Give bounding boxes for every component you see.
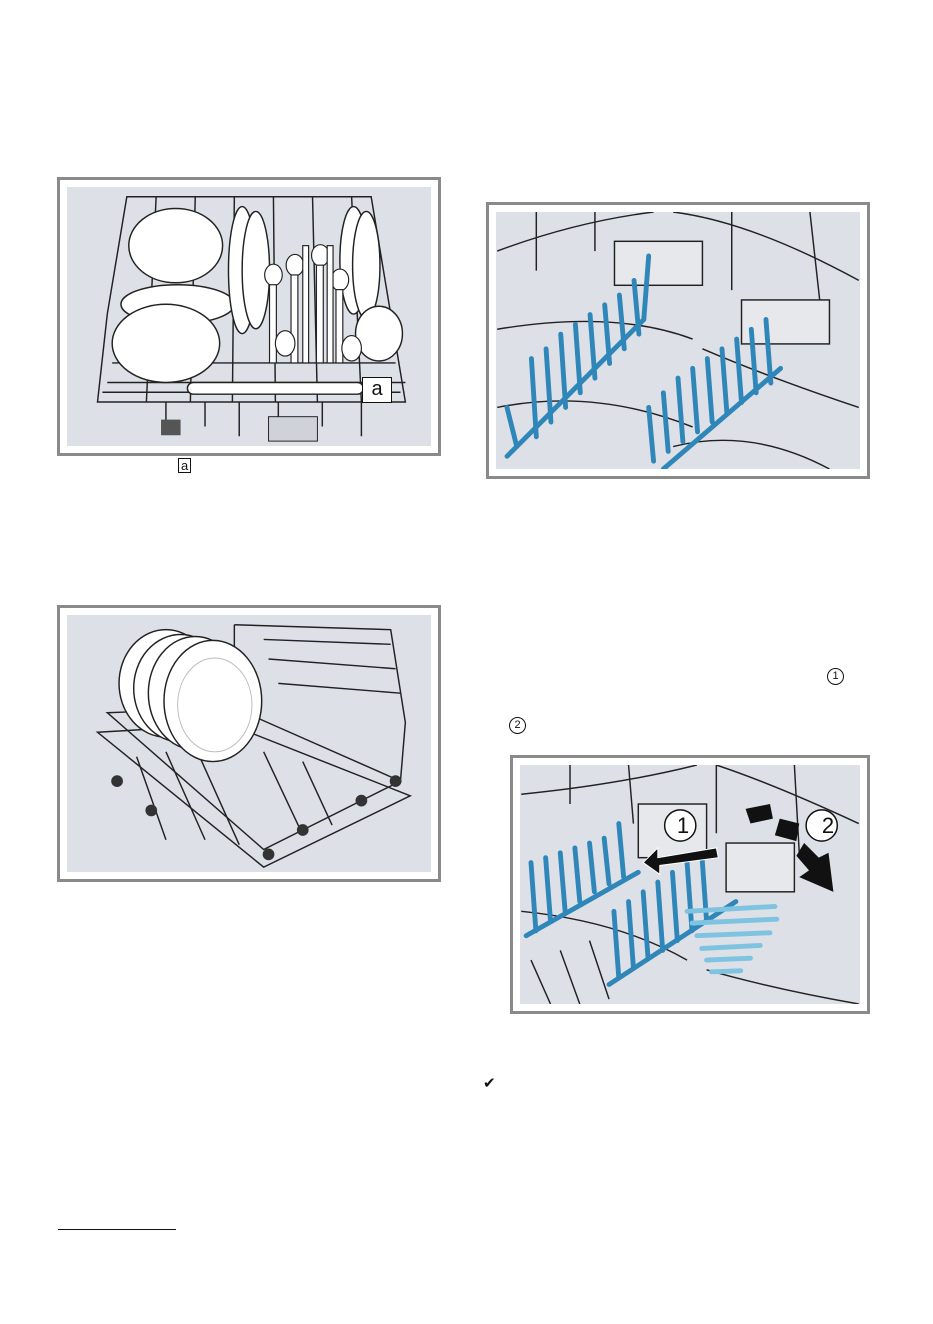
figure-loaded-basket: a	[57, 177, 441, 456]
figure-panel: a	[67, 187, 431, 446]
callout-a: a	[362, 377, 392, 403]
figure-panel: 1 2	[520, 765, 860, 1004]
badge-1: 1	[674, 814, 692, 838]
caption-label-a: a	[178, 458, 191, 473]
lower-basket-illustration	[67, 615, 431, 872]
fold-tines-illustration	[520, 765, 860, 1004]
badge-2: 2	[819, 814, 837, 838]
figure-fold-tines: 1 2	[510, 755, 870, 1014]
checkmark-icon: ✔	[483, 1076, 496, 1091]
figure-tine-rows	[486, 202, 870, 479]
figure-panel	[67, 615, 431, 872]
tine-rows-illustration	[496, 212, 860, 469]
footnote-rule	[58, 1229, 176, 1230]
figure-lower-basket	[57, 605, 441, 882]
step-marker-2: 2	[509, 717, 526, 734]
step-marker-1: 1	[827, 668, 844, 685]
figure-panel	[496, 212, 860, 469]
loaded-basket-illustration	[67, 187, 431, 446]
